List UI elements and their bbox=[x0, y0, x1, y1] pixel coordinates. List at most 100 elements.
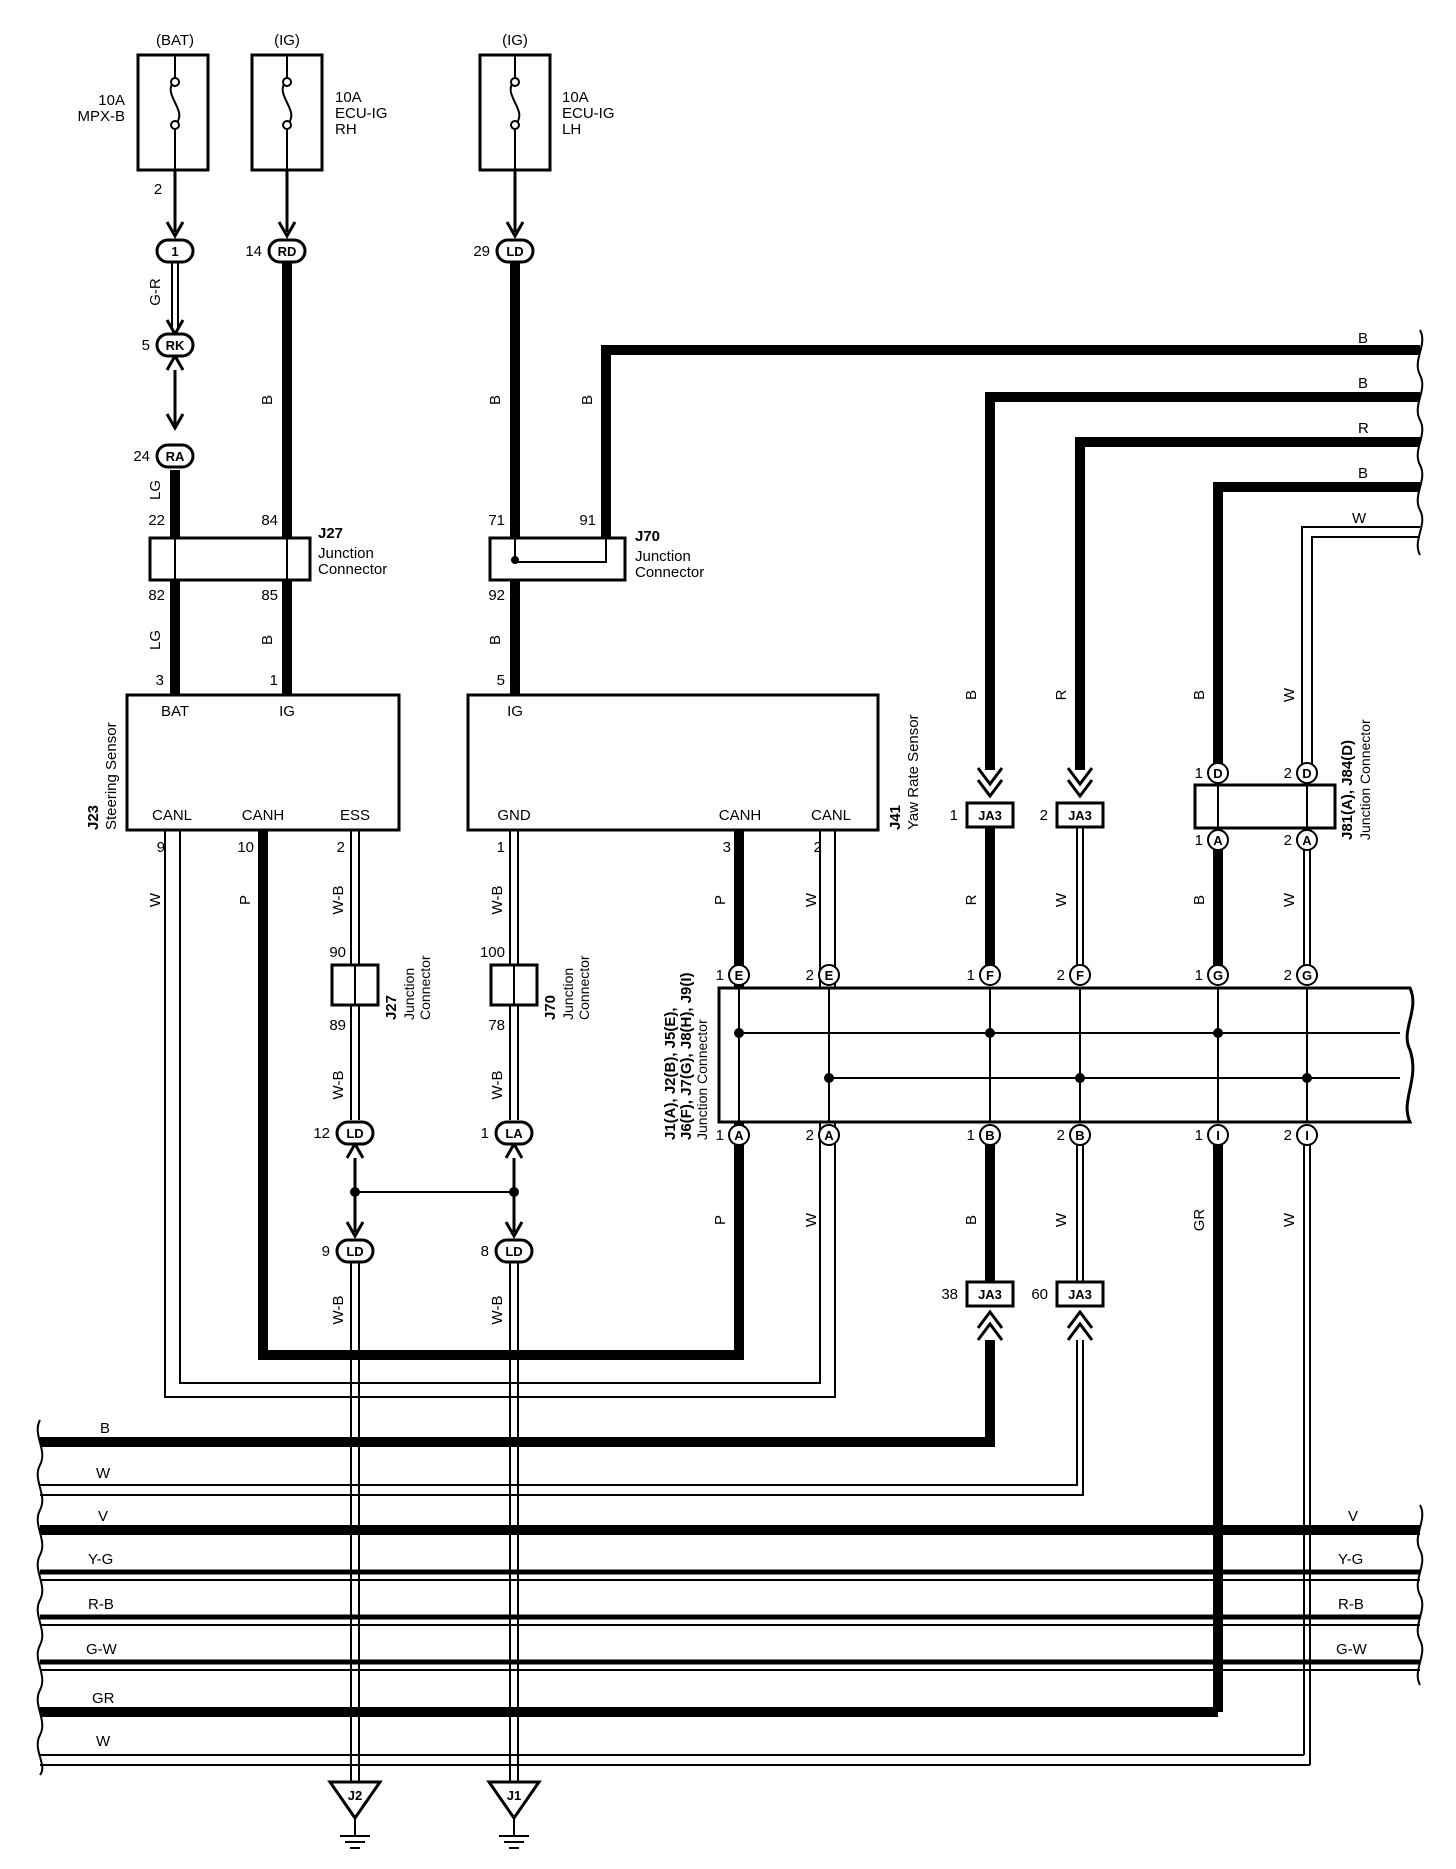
pin-num: 9 bbox=[157, 839, 165, 856]
bus-letter: A bbox=[1213, 833, 1223, 848]
junction-id: J70 bbox=[635, 528, 660, 545]
wire-color: B bbox=[100, 1420, 110, 1437]
wire-color: W-B bbox=[489, 886, 506, 915]
bus-letter: A bbox=[734, 1128, 744, 1143]
pin: 2 bbox=[1284, 832, 1292, 849]
wire-color: W bbox=[96, 1465, 111, 1482]
junction-label: Junction Connector bbox=[694, 1019, 710, 1140]
fuse-name: ECU-IG bbox=[335, 105, 388, 122]
fuse-mpx-b: (BAT) 10A MPX-B 2 bbox=[77, 32, 210, 198]
junction-label: Junction bbox=[635, 548, 691, 565]
junction-label: Junction bbox=[318, 545, 374, 562]
pin: 90 bbox=[329, 944, 346, 961]
connector-code: 1 bbox=[171, 244, 178, 259]
pin-name: IG bbox=[279, 703, 295, 720]
pin: 1 bbox=[716, 1127, 724, 1144]
wires-below-bus: B W GR W bbox=[963, 1145, 1311, 1765]
junction-label: Connector bbox=[576, 955, 592, 1020]
bus-letter: A bbox=[824, 1128, 834, 1143]
connector-pin: 2 bbox=[1040, 807, 1048, 824]
connector-pin: 5 bbox=[142, 337, 150, 354]
wire-color: B bbox=[487, 635, 504, 645]
wire-color: G-R bbox=[147, 278, 164, 306]
pin-num: 5 bbox=[497, 672, 505, 689]
wire-color: V bbox=[98, 1508, 108, 1525]
junction-label: Connector bbox=[318, 561, 387, 578]
pin: 1 bbox=[716, 967, 724, 984]
junction-id: J27 bbox=[383, 995, 400, 1020]
connector-ld-9: LD 9 bbox=[322, 1238, 375, 1264]
wire-color: LG bbox=[147, 630, 164, 650]
wire-color: G-W bbox=[1336, 1641, 1368, 1658]
wire-color: B bbox=[259, 635, 276, 645]
wire-color: W-B bbox=[330, 1296, 347, 1325]
pin: 22 bbox=[148, 512, 165, 529]
bus-letter: E bbox=[735, 968, 744, 983]
pin: 2 bbox=[1057, 1127, 1065, 1144]
wire-color: B bbox=[1191, 690, 1208, 700]
wire-color: B bbox=[963, 690, 980, 700]
wire-color: W bbox=[96, 1733, 111, 1750]
fuse-name-2: LH bbox=[562, 121, 581, 138]
pin: 100 bbox=[480, 944, 505, 961]
fuse-rating: 10A bbox=[98, 92, 125, 109]
pin-name: CANL bbox=[811, 807, 851, 824]
fuse-name: ECU-IG bbox=[562, 105, 615, 122]
wire-color: Y-G bbox=[1338, 1551, 1363, 1568]
connector-ja3-1: JA3 1 bbox=[950, 801, 1015, 829]
wire-color: B bbox=[1358, 465, 1368, 482]
pin: 1 bbox=[1195, 1127, 1203, 1144]
ig-lh-chain: B B B bbox=[487, 170, 1420, 695]
pin: 2 bbox=[806, 967, 814, 984]
pin: 84 bbox=[261, 512, 278, 529]
connector-pin: 60 bbox=[1031, 1286, 1048, 1303]
connector-pin: 1 bbox=[481, 1125, 489, 1142]
wire-color: W bbox=[803, 892, 820, 907]
junction-label: Junction Connector bbox=[1357, 719, 1373, 840]
wire-color: B bbox=[1358, 330, 1368, 347]
bus-letter: A bbox=[1302, 833, 1312, 848]
pin: 2 bbox=[806, 1127, 814, 1144]
component-name: Yaw Rate Sensor bbox=[905, 714, 922, 830]
connector-code: LD bbox=[346, 1244, 363, 1259]
bottom-harness: B W V Y-G R-B G-W GR W V Y-G R-B G-W bbox=[36, 1340, 1424, 1776]
connector-pin: 1 bbox=[950, 807, 958, 824]
connector-code: JA3 bbox=[978, 1287, 1002, 1302]
junction-id: J27 bbox=[318, 525, 343, 542]
ground-j2: J2 bbox=[327, 1780, 383, 1849]
wire-color: W bbox=[1352, 510, 1367, 527]
bus-letter: G bbox=[1213, 968, 1223, 983]
bus-letter: G bbox=[1302, 968, 1312, 983]
pin: 1 bbox=[1195, 765, 1203, 782]
wire-color: R-B bbox=[88, 1596, 114, 1613]
connector-ra: RA 24 bbox=[133, 443, 195, 469]
j70-junction-top: 71 91 92 J70 Junction Connector bbox=[488, 512, 704, 604]
pin: 1 bbox=[967, 967, 975, 984]
pin-num: 2 bbox=[337, 839, 345, 856]
bus-letter: F bbox=[986, 968, 994, 983]
junction-id: J6(F), J7(G), J8(H), J9(I) bbox=[678, 972, 695, 1140]
bus-letter: F bbox=[1076, 968, 1084, 983]
fuse-name: MPX-B bbox=[77, 108, 125, 125]
pin: 2 bbox=[1284, 1127, 1292, 1144]
connector-pin: 8 bbox=[481, 1243, 489, 1260]
connector-rk: RK 5 bbox=[142, 332, 195, 358]
bus-letter: D bbox=[1213, 766, 1222, 781]
pin-num: 3 bbox=[723, 839, 731, 856]
wire-color: GR bbox=[1191, 1209, 1208, 1232]
wire-color: W bbox=[1053, 1212, 1070, 1227]
connector-pin: 38 bbox=[941, 1286, 958, 1303]
wire-color: W-B bbox=[489, 1071, 506, 1100]
fuse-supply: (IG) bbox=[502, 32, 528, 49]
pin: 2 bbox=[1284, 967, 1292, 984]
fuse-rating: 10A bbox=[562, 89, 589, 106]
pin: 82 bbox=[148, 587, 165, 604]
wire-color: W-B bbox=[330, 886, 347, 915]
pin-num: 1 bbox=[270, 672, 278, 689]
pin: 91 bbox=[579, 512, 596, 529]
fuse-ecu-ig-rh: (IG) 10A ECU-IG RH bbox=[250, 32, 388, 172]
bus-letter: B bbox=[985, 1128, 994, 1143]
wire-color: W bbox=[1281, 1212, 1298, 1227]
